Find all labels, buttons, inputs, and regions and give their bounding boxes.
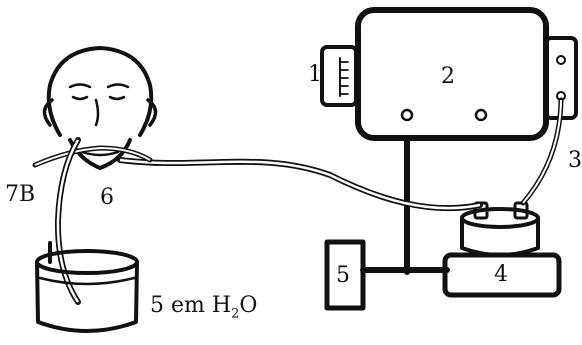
water-label-prefix: 5 em H [150,293,232,318]
water-label-sub: 2 [231,306,240,322]
label-1: 1 [308,62,322,87]
label-7b: 7B [5,182,36,207]
label-4: 4 [494,262,508,287]
collection-jar [460,201,540,257]
label-water: 5 em H2O [150,293,258,322]
water-label-suffix: O [239,293,258,318]
label-6: 6 [100,185,114,210]
label-2: 2 [441,64,455,89]
label-3: 3 [568,148,582,173]
label-5: 5 [336,263,350,288]
water-jar [35,241,139,333]
left-side-panel [320,45,358,107]
small-box [324,239,366,311]
tube-to-panel [520,97,564,206]
